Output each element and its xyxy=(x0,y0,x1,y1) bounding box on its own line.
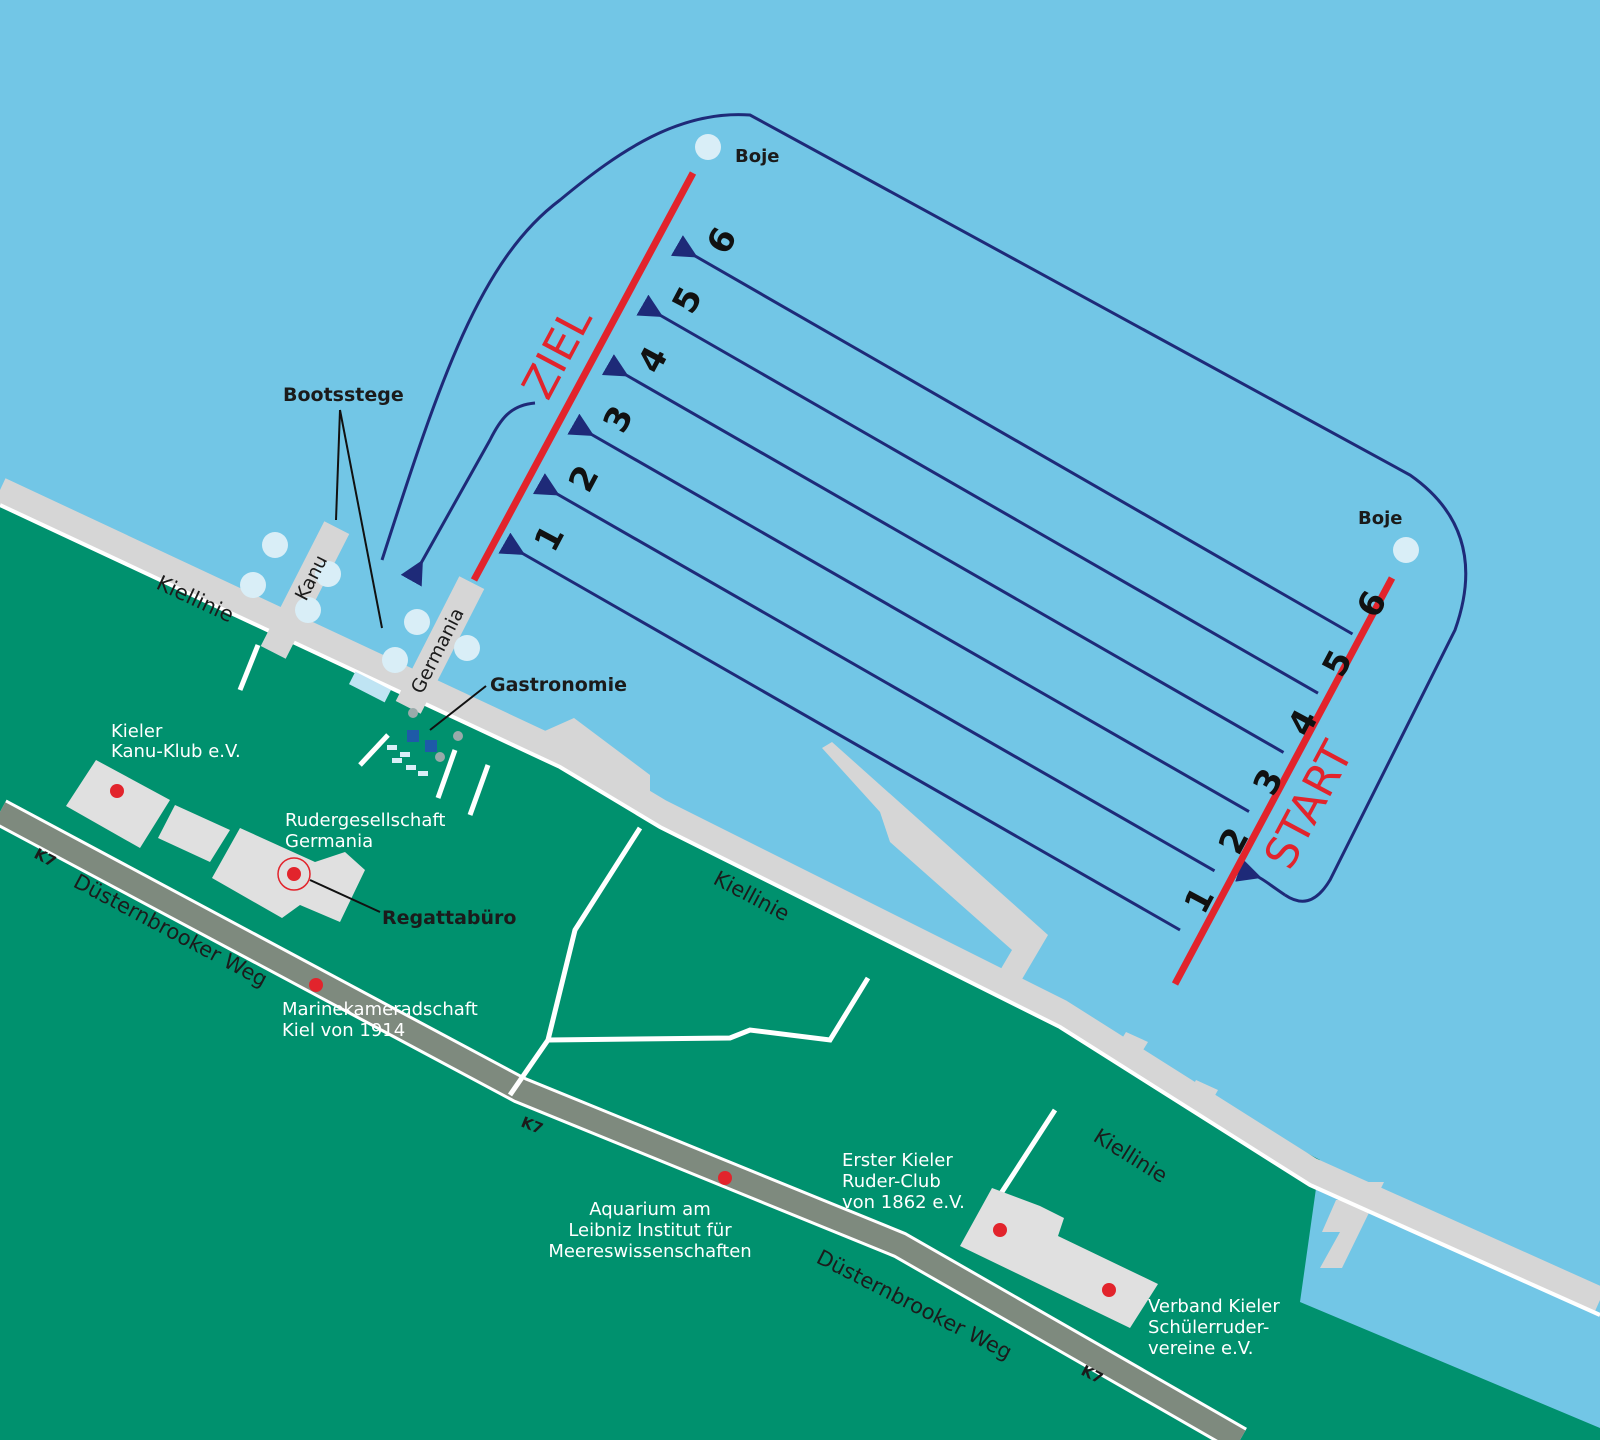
gastronomie-pointer xyxy=(429,685,487,731)
place-rudergesellschaft: Rudergesellschaft Germania Regattabüro xyxy=(277,810,516,929)
course-return-path xyxy=(380,113,1468,903)
aquarium-line3: Meereswissenschaften xyxy=(548,1241,751,1262)
pier-kanu xyxy=(260,521,350,659)
lanes xyxy=(498,235,1354,932)
kanu-klub-line1: Kieler xyxy=(111,721,163,742)
verband-line2: Schülerruder- xyxy=(1148,1317,1269,1338)
gastronomie-label: Gastronomie xyxy=(490,674,627,696)
start-line xyxy=(1171,576,1396,986)
lane-3 xyxy=(567,413,1250,813)
aquarium-line1: Aquarium am xyxy=(589,1199,711,1220)
erster-line3: von 1862 e.V. xyxy=(842,1192,965,1213)
pier-buoys xyxy=(240,532,480,673)
buoy-label-top: Boje xyxy=(735,146,779,167)
rudergesellschaft-line2: Germania xyxy=(285,831,373,852)
lane-4 xyxy=(601,354,1285,754)
erster-line2: Ruder-Club xyxy=(842,1171,941,1192)
place-aquarium: Aquarium am Leibniz Institut für Meeresw… xyxy=(548,1171,752,1262)
bootsstege-pointers xyxy=(335,409,383,629)
bootsstege-label: Bootsstege xyxy=(283,384,404,406)
buoy-right xyxy=(1393,537,1419,563)
buoy-top xyxy=(695,134,721,160)
place-kanu-klub: Kieler Kanu-Klub e.V. xyxy=(110,721,241,798)
lane-1 xyxy=(498,532,1181,932)
rudergesellschaft-line1: Rudergesellschaft xyxy=(285,810,445,831)
course-finish-turn xyxy=(400,401,536,587)
regattabuero-label: Regattabüro xyxy=(382,907,516,929)
finish-line xyxy=(470,171,697,582)
kiellinie-road xyxy=(0,478,1600,1312)
k7-road-fill xyxy=(0,802,1246,1440)
park-paths xyxy=(237,644,1058,1200)
course-start-arrow xyxy=(1235,858,1286,897)
lane-6 xyxy=(670,235,1354,636)
buoy-label-right: Boje xyxy=(1358,508,1402,529)
aquarium-line2: Leibniz Institut für xyxy=(568,1220,732,1241)
lane-5 xyxy=(636,294,1319,695)
place-erster-kieler: Erster Kieler Ruder-Club von 1862 e.V. xyxy=(842,1150,1007,1237)
land xyxy=(0,495,1600,1440)
gastronomie-tables xyxy=(349,671,463,776)
marine-line2: Kiel von 1914 xyxy=(282,1020,405,1041)
verband-line3: vereine e.V. xyxy=(1148,1338,1254,1359)
verband-line1: Verband Kieler xyxy=(1148,1296,1280,1317)
marine-line1: Marinekameradschaft xyxy=(282,999,478,1020)
pier-germania xyxy=(395,576,485,714)
place-marinekameradschaft: Marinekameradschaft Kiel von 1914 xyxy=(282,978,478,1041)
place-verband: Verband Kieler Schülerruder- vereine e.V… xyxy=(1102,1283,1280,1359)
kanu-klub-line2: Kanu-Klub e.V. xyxy=(111,741,241,762)
kiellinie-edge xyxy=(0,503,1600,1317)
erster-line1: Erster Kieler xyxy=(842,1150,953,1171)
lane-2 xyxy=(532,473,1216,873)
